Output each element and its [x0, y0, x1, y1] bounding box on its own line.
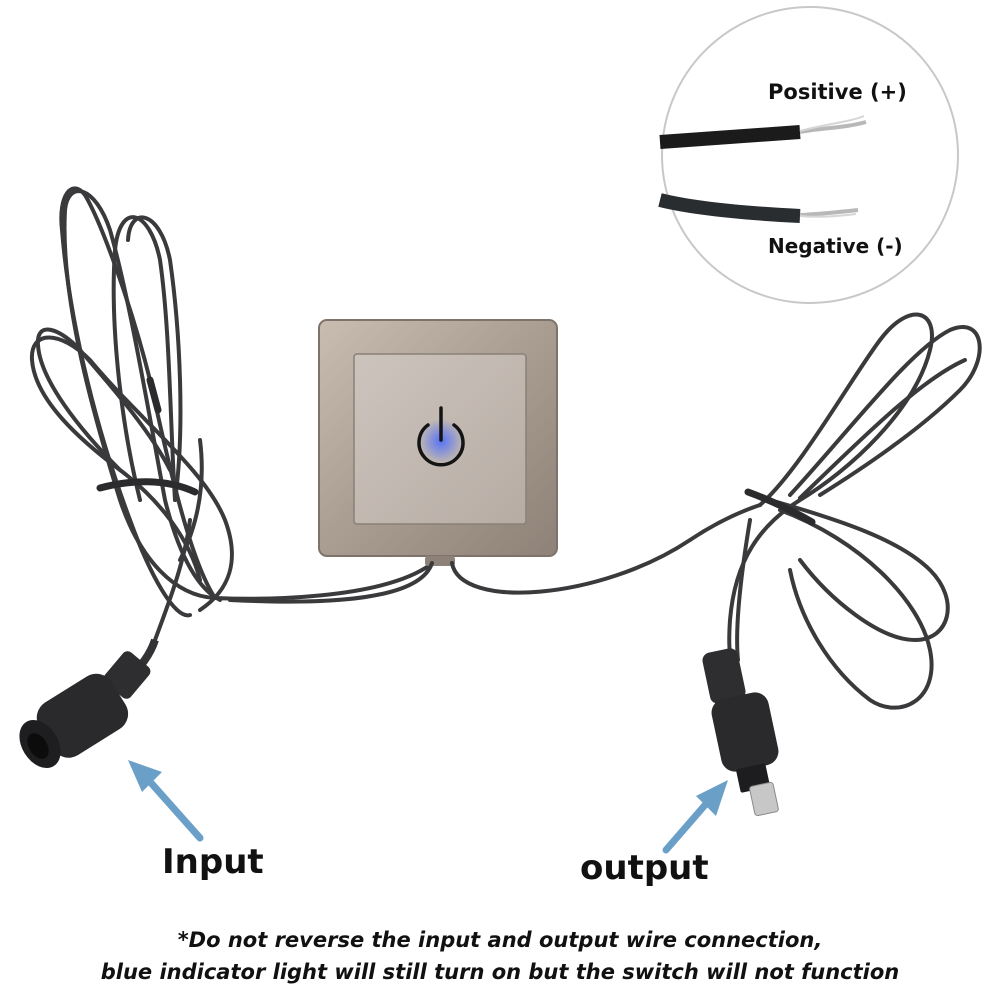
positive-wire	[659, 115, 867, 149]
output-label: output	[580, 848, 709, 888]
positive-wire-label: Positive (+)	[768, 80, 907, 104]
output-cable-tie	[744, 488, 816, 526]
input-cable-coil	[29, 186, 432, 642]
touch-switch	[318, 319, 558, 566]
input-female-connector	[19, 638, 159, 769]
input-cable-tie	[96, 376, 199, 496]
negative-wire-label: Negative (-)	[768, 234, 903, 258]
warning-line-2: blue indicator light will still turn on …	[100, 960, 900, 984]
output-cable-coil	[727, 312, 982, 710]
negative-wire	[658, 193, 859, 223]
output-arrow	[662, 780, 728, 854]
warning-note: *Do not reverse the input and output wir…	[0, 924, 1000, 988]
switch-leads	[228, 503, 762, 604]
output-male-connector	[702, 648, 779, 817]
wire-polarity-inset	[658, 6, 959, 304]
power-icon	[417, 406, 465, 467]
input-label: Input	[162, 842, 264, 882]
warning-line-1: *Do not reverse the input and output wir…	[177, 928, 823, 952]
input-arrow	[128, 760, 204, 842]
